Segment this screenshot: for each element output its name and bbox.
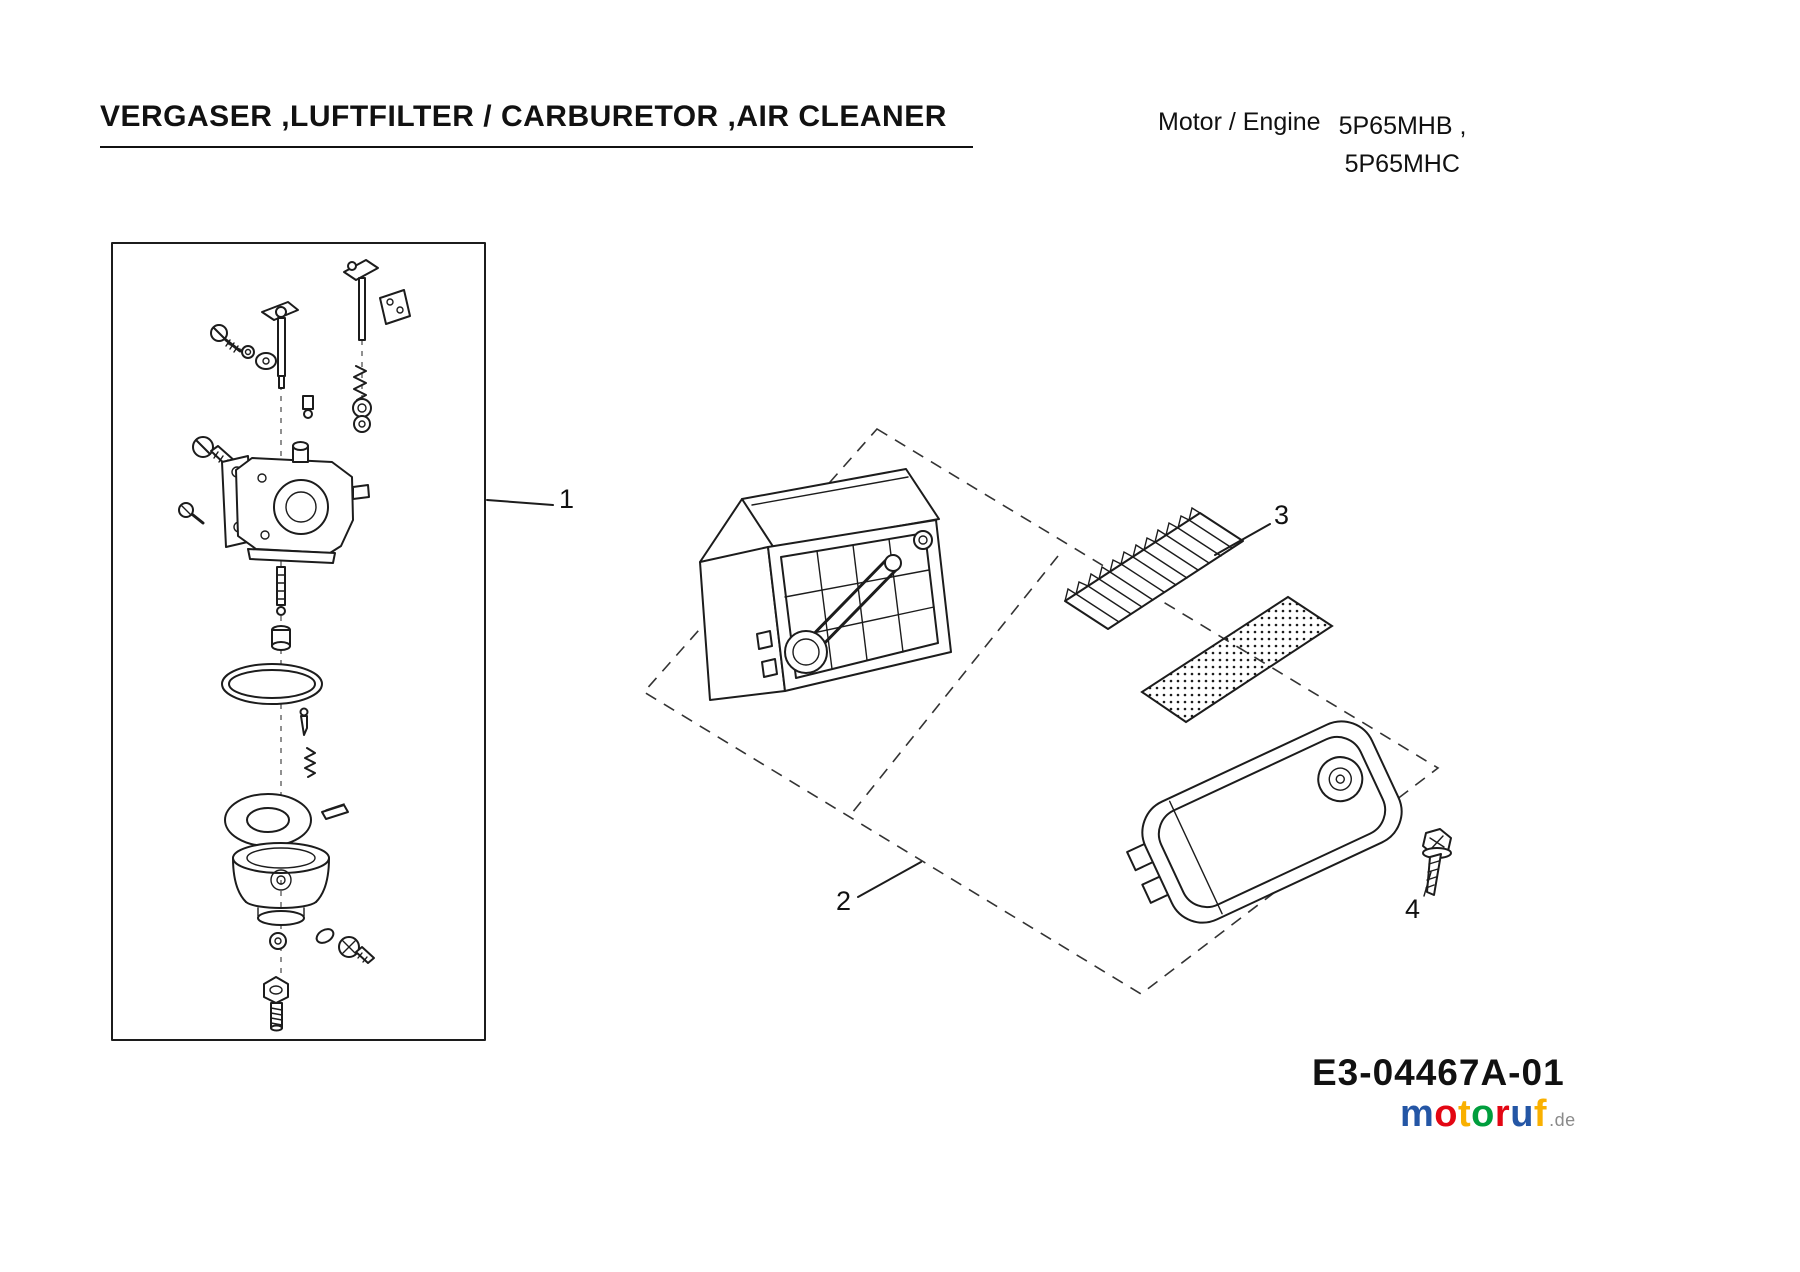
part-label-3: 3 [1274,500,1290,530]
leader-line-part-2 [857,861,922,898]
carburetor-exploded-view [111,242,486,1041]
engine-models: 5P65MHB , 5P65MHC [1339,108,1467,183]
leader-line-part-1 [486,499,554,506]
foam-pre-cleaner [1140,595,1334,724]
engine-model-2: 5P65MHC [1344,149,1460,178]
motoruf-logo: motoruf.de [1400,1093,1576,1136]
engine-label: Motor / Engine [1158,108,1321,136]
cover-screw [1422,828,1452,896]
air-filter-housing [699,468,952,701]
page-title: VERGASER ,LUFTFILTER / CARBURETOR ,AIR C… [100,100,973,148]
part-label-4: 4 [1405,894,1421,924]
engine-model-1: 5P65MHB , [1338,112,1467,140]
motoruf-logo-letters: motoruf [1400,1093,1548,1135]
part-label-1: 1 [559,484,575,514]
part-label-2: 2 [836,886,852,916]
leader-line-part-3 [1214,523,1271,556]
leader-line-part-4 [1423,871,1432,897]
pleated-air-filter [1064,506,1244,630]
diagram-code: E3-04467A-01 [1312,1052,1565,1093]
motoruf-logo-suffix: .de [1549,1110,1576,1130]
engine-info: Motor / Engine 5P65MHB , 5P65MHC [1158,108,1466,183]
air-cleaner-cover [1126,720,1403,924]
air-cleaner-assembly [642,427,1452,995]
